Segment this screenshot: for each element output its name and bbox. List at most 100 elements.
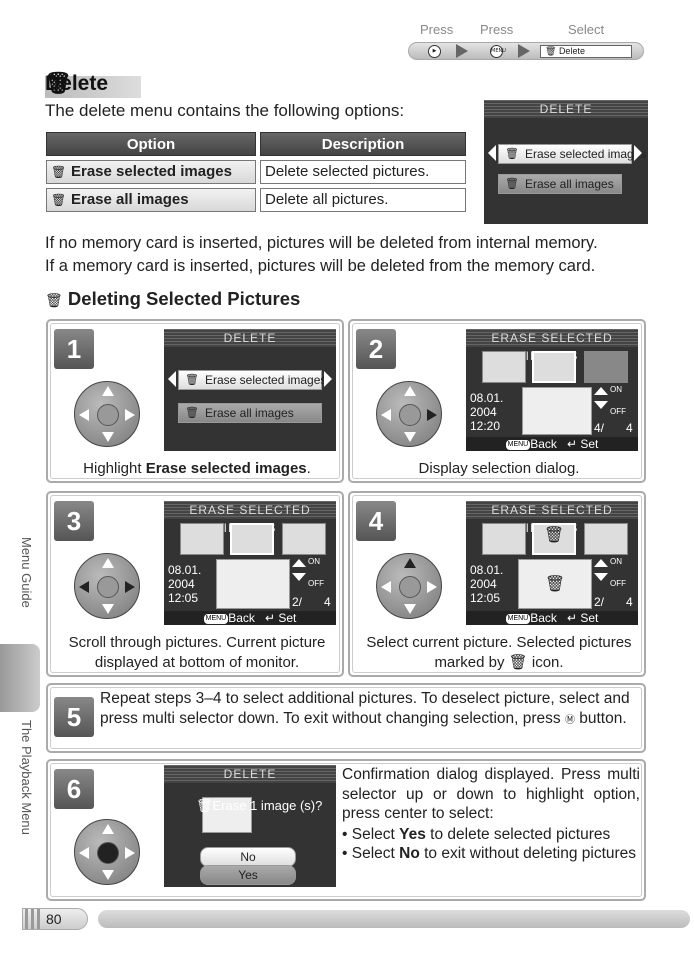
erase-all-icon: 🗑 [51, 193, 67, 207]
erase-selected-icon: 🗑 [505, 148, 519, 160]
step-caption: Scroll through pictures. Current picture… [68, 634, 326, 671]
down-arrow-icon [292, 573, 306, 581]
table-header-description: Description [260, 132, 466, 156]
intro-text: The delete menu contains the following o… [45, 101, 405, 120]
step-3-box: 3 ERASE SELECTED IMAGES 08.01.200412:05 … [46, 491, 344, 677]
step-caption: Select current picture. Selected picture… [366, 634, 632, 671]
section-title: 🗑 Delete [45, 72, 141, 98]
step-5-box: 5 Repeat steps 3–4 to select additional … [46, 683, 646, 753]
step-number: 4 [356, 501, 396, 541]
subtitle: 🗑 Deleting Selected Pictures [45, 288, 300, 310]
arrow-left-icon [488, 145, 496, 161]
delete-item-label: Delete [558, 46, 585, 56]
option-no: No [200, 847, 296, 867]
enter-icon: ↵ [264, 611, 276, 625]
trash-icon: 🗑 [45, 72, 72, 95]
option-description: Delete selected pictures. [260, 160, 466, 184]
screen-title: ERASE SELECTED IMAGES [466, 501, 638, 535]
step-number: 2 [356, 329, 396, 369]
memory-note-1: If no memory card is inserted, pictures … [45, 234, 598, 252]
preview-image [216, 559, 290, 609]
erase-all-icon: 🗑 [185, 407, 199, 419]
page-number-tab [22, 908, 88, 930]
screen-title: DELETE [164, 765, 336, 783]
confirm-screen: DELETE 🗑Erase 1 image (s)? No Yes [164, 765, 336, 887]
thumbnail [584, 523, 628, 555]
thumbnail-selected [532, 351, 576, 383]
image-total: 4 [324, 595, 331, 609]
image-counter: 2/ [594, 595, 605, 609]
side-label-menu-guide: Menu Guide [19, 537, 34, 608]
page-number: 80 [46, 911, 62, 927]
image-counter: 4/ [594, 421, 605, 435]
screen-title: DELETE [484, 100, 648, 118]
off-label: OFF [610, 579, 626, 588]
delete-menu-screen: DELETE 🗑 Erase selected images 🗑 Erase all… [164, 329, 336, 451]
menu-item-label: Erase all images [525, 177, 614, 191]
image-counter: 2/ [292, 595, 303, 609]
enter-icon: ↵ [566, 437, 578, 451]
side-tab [0, 644, 40, 712]
on-label: ON [610, 385, 622, 394]
menu-item-erase-all: 🗑 Erase all images [178, 403, 322, 423]
option-description: Delete all pictures. [260, 188, 466, 212]
preview-image [202, 797, 252, 833]
menu-button-icon: MENU [505, 613, 531, 624]
multi-selector-icon [376, 553, 442, 619]
trash-icon: 🗑 [543, 525, 565, 544]
image-total: 4 [626, 595, 633, 609]
on-label: ON [610, 557, 622, 566]
step-6-bullet-yes: • Select Yes to delete selected pictures [342, 826, 611, 843]
selection-screen: ERASE SELECTED IMAGES 🗑 🗑 08.01.200412:0… [466, 501, 638, 625]
up-arrow-icon [292, 559, 306, 567]
trash-icon: 🗑 [544, 574, 566, 593]
preview-image [522, 387, 592, 435]
thumbnail-selected: 🗑 [532, 523, 576, 555]
table-row: 🗑 Erase all images Delete all pictures. [46, 188, 466, 212]
multi-selector-icon [376, 381, 442, 447]
arrow-right-icon [324, 371, 332, 387]
footer-bar [98, 910, 690, 928]
step-number: 5 [54, 697, 94, 737]
delete-menu-screen: DELETE 🗑 Erase selected images 🗑 Erase all… [484, 100, 648, 224]
enter-icon: ↵ [566, 611, 578, 625]
step-4-box: 4 ERASE SELECTED IMAGES 🗑 🗑 08.01.200412… [348, 491, 646, 677]
up-arrow-icon [594, 387, 608, 395]
on-label: ON [308, 557, 320, 566]
menu-button-icon: MENU [505, 439, 531, 450]
side-label-playback-menu: The Playback Menu [19, 720, 34, 835]
step-6-box: 6 DELETE 🗑Erase 1 image (s)? No Yes Conf… [46, 759, 646, 901]
playback-button-icon: ▶ [428, 45, 441, 58]
erase-selected-icon: 🗑 [185, 374, 199, 386]
step-6-bullet-no: • Select No to exit without deleting pic… [342, 845, 637, 862]
multi-selector-icon [74, 553, 140, 619]
option-label: Erase all images [71, 191, 189, 208]
menu-item-label: Erase selected images [525, 147, 647, 161]
trash-icon: 🗑 [508, 654, 528, 671]
screen-title: DELETE [164, 329, 336, 347]
multi-selector-icon [74, 381, 140, 447]
thumbnail [482, 523, 526, 555]
press-label: Press [420, 22, 454, 37]
step-number: 3 [54, 501, 94, 541]
menu-button-icon: Ⓜ [564, 714, 575, 726]
step-caption: Highlight Erase selected images. [83, 460, 311, 477]
menu-item-label: Erase selected images [205, 373, 327, 387]
arrow-right-icon [518, 44, 530, 58]
press-label: Press [480, 22, 514, 37]
menu-item-label: Erase all images [205, 406, 294, 420]
breadcrumb: Press Press Select ▶ MENU 🗑 Delete [408, 20, 654, 68]
menu-item-erase-selected: 🗑 Erase selected images [498, 144, 646, 164]
step-2-box: 2 ERASE SELECTED IMAGES 08.01.200412:20 … [348, 319, 646, 483]
table-row: 🗑Erase selected images Delete selected p… [46, 160, 466, 184]
image-total: 4 [626, 421, 633, 435]
menu-button-icon: MENU [490, 45, 506, 58]
arrow-left-icon [168, 371, 176, 387]
